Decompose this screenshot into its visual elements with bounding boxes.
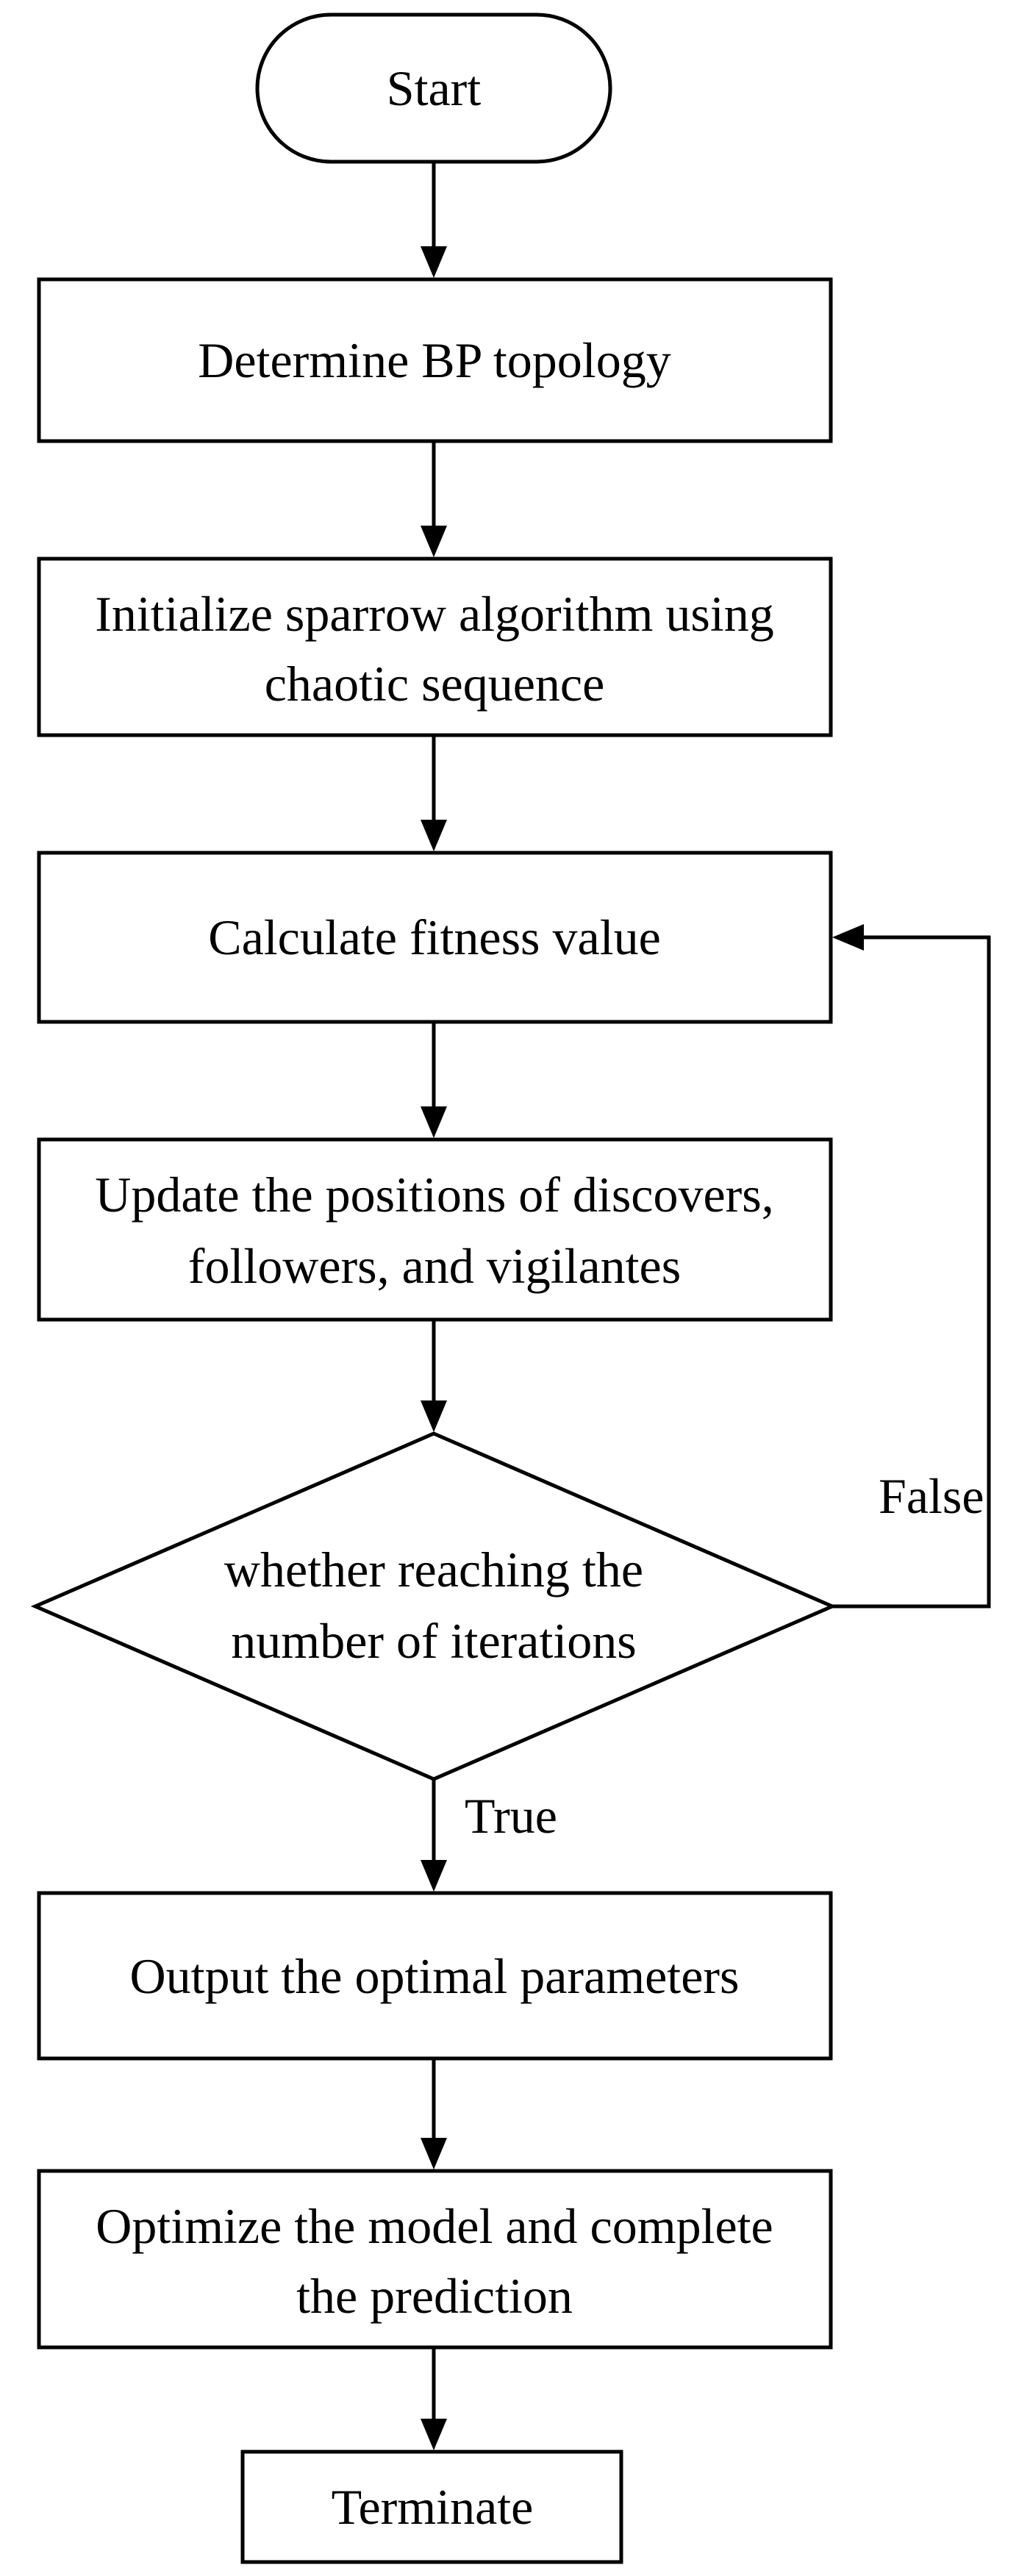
determine-topology-label: Determine BP topology — [198, 332, 670, 388]
output-node — [37, 1891, 833, 2061]
terminate-node — [240, 2450, 623, 2564]
update-positions-node — [37, 1137, 833, 1322]
arrow-head — [832, 924, 864, 951]
decision-label-line1: whether reaching the — [224, 1542, 643, 1598]
terminate-label: Terminate — [332, 2479, 534, 2535]
decision-node — [30, 1431, 837, 1781]
arrow-head — [421, 2419, 447, 2450]
arrow-head — [421, 1400, 447, 1432]
update-label-line1: Update the positions of discovers, — [95, 1167, 774, 1223]
determine-topology-node — [37, 277, 833, 443]
fitness-node — [37, 851, 833, 1024]
decision-label-line2: number of iterations — [231, 1613, 636, 1669]
arrow-head — [421, 526, 447, 557]
initialize-label-line1: Initialize sparrow algorithm using — [95, 586, 773, 642]
optimize-label-line2: the prediction — [296, 2268, 573, 2324]
arrow-head — [421, 246, 447, 278]
output-label: Output the optimal parameters — [130, 1948, 740, 2004]
arrow-head — [421, 1106, 447, 1138]
arrow-head — [421, 1860, 447, 1892]
update-label-line2: followers, and vigilantes — [188, 1238, 681, 1294]
initialize-label-line2: chaotic sequence — [265, 656, 605, 712]
start-label: Start — [387, 60, 482, 116]
fitness-label: Calculate fitness value — [208, 909, 661, 965]
true-label: True — [465, 1788, 557, 1844]
optimize-node — [37, 2169, 833, 2350]
initialize-node — [37, 557, 833, 737]
false-loop-line — [832, 935, 991, 1609]
optimize-label-line1: Optimize the model and complete — [96, 2198, 773, 2254]
start-node — [255, 12, 612, 164]
arrow-head — [421, 820, 447, 851]
false-label: False — [879, 1468, 984, 1524]
arrow-head — [421, 2138, 447, 2169]
